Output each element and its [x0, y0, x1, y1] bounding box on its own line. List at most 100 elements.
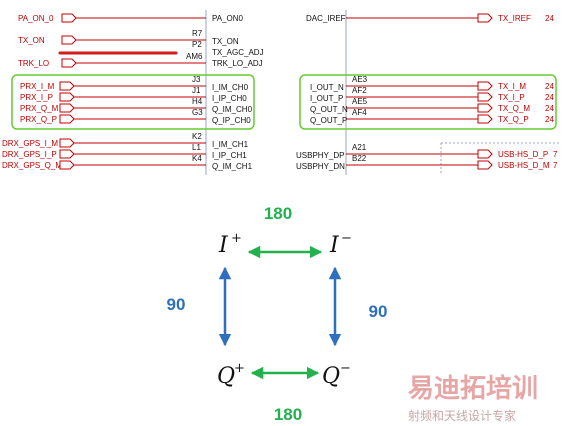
right-wires: [346, 17, 478, 166]
pin-number: R7: [192, 29, 203, 38]
node-base: Q: [322, 364, 340, 389]
node-q-plus: Q +: [217, 361, 245, 389]
port-sheet-number: 24: [545, 104, 554, 113]
port-label: PRX_I_P: [20, 93, 53, 102]
pin-number: AF4: [352, 108, 367, 117]
port-sheet-number: 7: [553, 161, 558, 170]
port-flag: [61, 58, 77, 68]
pin-number: AE3: [352, 75, 368, 84]
net-name: TX_AGC_ADJ: [212, 48, 264, 57]
pin-number: H4: [192, 97, 203, 106]
net-name: I_IP_CH1: [212, 151, 247, 160]
left-wires: [74, 17, 206, 166]
port-flag: [59, 92, 75, 102]
net-name: I_IM_CH1: [212, 140, 249, 149]
left-pins: PA_ON0 R7 P2 TX_ON AM6 TX_AGC_ADJ TRK_LO…: [186, 14, 264, 171]
port-sheet-number: 24: [545, 115, 554, 124]
label-bottom-180: 180: [274, 405, 302, 424]
node-base: I: [218, 233, 229, 258]
port-label: TX_Q_P: [498, 115, 529, 124]
watermark-subtitle: 射频和天线设计专家: [408, 408, 516, 423]
pin-number: AF2: [352, 86, 367, 95]
port-sheet-number: 24: [545, 14, 554, 23]
port-label: USB-HS_D_M: [498, 161, 550, 170]
node-sup: −: [341, 231, 352, 246]
right-nets: DAC_IREF I_OUT_N AE3 I_OUT_P AF2 Q_OUT_N…: [296, 14, 368, 171]
node-base: Q: [217, 364, 235, 389]
net-name: Q_OUT_N: [310, 105, 348, 114]
port-label: TX_IREF: [498, 14, 531, 23]
net-name: PA_ON0: [212, 14, 244, 23]
net-name: TX_ON: [212, 37, 239, 46]
port-flag: [59, 103, 75, 113]
left-ports: PA_ON_0 TX_ON TRK_LO PRX_I_M PRX_I_P PRX…: [2, 14, 62, 170]
port-label: PRX_Q_M: [20, 104, 59, 113]
net-name: DAC_IREF: [306, 14, 346, 23]
node-q-minus: Q −: [322, 361, 351, 389]
port-label: PA_ON_0: [18, 14, 54, 23]
left-port-flags: [59, 13, 77, 170]
port-label: TX_I_P: [498, 93, 525, 102]
net-name: Q_IM_CH0: [212, 105, 253, 114]
port-flag: [59, 81, 75, 91]
port-flag: [477, 92, 493, 102]
port-flag: [59, 149, 75, 159]
net-name: I_OUT_N: [310, 83, 344, 92]
port-sheet-number: 24: [545, 82, 554, 91]
port-label: DRX_GPS_I_P: [2, 150, 57, 159]
port-label: TX_I_M: [498, 82, 526, 91]
net-name: Q_IM_CH1: [212, 162, 253, 171]
node-i-minus: I −: [329, 231, 352, 258]
node-i-plus: I +: [218, 231, 242, 258]
pin-number: J1: [192, 86, 201, 95]
port-sheet-number: 24: [545, 93, 554, 102]
highlight-box-tx: [299, 74, 557, 130]
pin-number: AM6: [186, 52, 203, 61]
port-flag: [59, 114, 75, 124]
net-name: TRK_LO_ADJ: [212, 59, 263, 68]
port-label: DRX_GPS_I_M: [2, 139, 58, 148]
port-label: PRX_I_M: [20, 82, 55, 91]
node-sup: −: [340, 361, 351, 376]
port-flag: [477, 103, 493, 113]
port-flag: [61, 13, 77, 23]
net-name: I_OUT_P: [310, 94, 343, 103]
highlight-box-rx: [11, 74, 255, 130]
pin-number: K4: [192, 154, 202, 163]
port-label: TX_Q_M: [498, 104, 530, 113]
port-flag: [477, 160, 493, 170]
net-name: I_IP_CH0: [212, 94, 247, 103]
pin-number: L1: [192, 143, 201, 152]
pin-number: AE5: [352, 97, 368, 106]
pin-number: G3: [192, 108, 203, 117]
port-flag: [477, 114, 493, 124]
node-sup: +: [231, 231, 242, 246]
pin-number: J3: [192, 75, 201, 84]
pin-number: K2: [192, 132, 202, 141]
port-sheet-number: 7: [553, 150, 558, 159]
port-flag: [477, 81, 493, 91]
pin-number: P2: [192, 40, 202, 49]
port-flag: [477, 13, 493, 23]
net-name: Q_IP_CH0: [212, 116, 251, 125]
port-label: TRK_LO: [18, 59, 49, 68]
label-right-90: 90: [369, 302, 388, 321]
port-flag: [477, 149, 493, 159]
net-name: Q_OUT_P: [310, 116, 347, 125]
port-label: PRX_Q_P: [20, 115, 57, 124]
phase-diagram: 180 180 90 90 I + I − Q + Q −: [167, 204, 388, 424]
watermark-title: 易迪拓培训: [408, 374, 538, 404]
label-left-90: 90: [167, 295, 186, 314]
net-name: USBPHY_DN: [296, 162, 345, 171]
port-label: TX_ON: [18, 36, 45, 45]
right-ports: TX_IREF 24 TX_I_M 24 TX_I_P 24 TX_Q_M 24…: [498, 14, 558, 170]
port-flag: [59, 160, 75, 170]
net-name: I_IM_CH0: [212, 83, 249, 92]
pin-number: A21: [352, 143, 367, 152]
port-label: DRX_GPS_Q_M: [2, 161, 62, 170]
net-name: USBPHY_DP: [296, 151, 344, 160]
schematic: PA_ON_0 TX_ON TRK_LO PRX_I_M PRX_I_P PRX…: [2, 10, 560, 175]
port-label: USB-HS_D_P: [498, 150, 548, 159]
